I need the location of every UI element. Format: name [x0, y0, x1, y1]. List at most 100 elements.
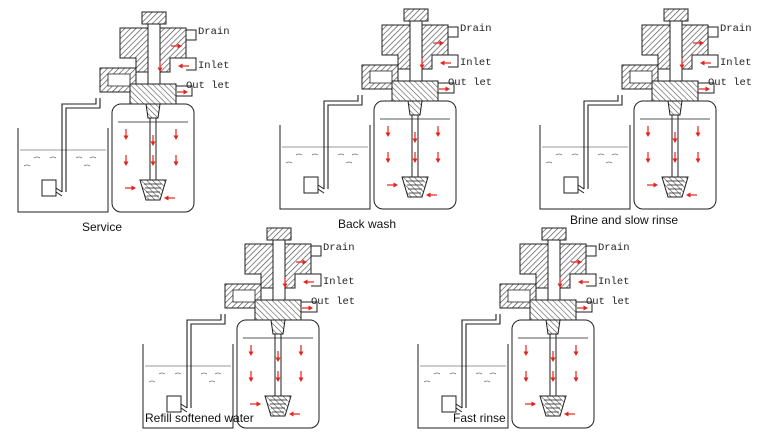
stage-caption: Back wash: [338, 217, 396, 231]
outlet-port-label: Out let: [311, 296, 355, 308]
stage-caption: Refill softened water: [145, 411, 254, 425]
brine-valve: [166, 395, 182, 413]
red-flow-arrow-icon: [647, 182, 658, 188]
valve-collar: [129, 83, 177, 105]
inlet-port: [586, 273, 597, 287]
red-flow-arrow-icon: [302, 305, 313, 311]
inlet-port-label: Inlet: [323, 276, 355, 288]
red-flow-arrow-icon: [164, 195, 175, 201]
valve-piston: [272, 239, 286, 301]
outlet-port: [576, 301, 593, 313]
red-flow-arrow-icon: [412, 132, 418, 143]
red-flow-arrow-icon: [686, 192, 697, 198]
red-flow-arrow-icon: [440, 60, 451, 66]
valve-collar: [254, 299, 302, 321]
red-flow-arrow-icon: [275, 351, 281, 362]
red-flow-arrow-icon: [693, 40, 704, 46]
red-flow-arrow-icon: [157, 61, 163, 72]
drain-port: [448, 26, 459, 38]
red-flow-arrow-icon: [525, 401, 536, 407]
inlet-port-label: Inlet: [460, 57, 492, 69]
drain-port: [586, 245, 597, 257]
outlet-port-label: Out let: [586, 296, 630, 308]
bottom-distributor: [401, 176, 429, 198]
drain-port-label: Drain: [460, 23, 492, 35]
red-flow-arrow-icon: [557, 277, 563, 288]
valve-cap: [541, 227, 567, 241]
brine-water-ripples: [23, 156, 97, 167]
red-flow-arrow-icon: [573, 345, 579, 356]
drain-port-label: Drain: [720, 23, 752, 35]
red-flow-arrow-icon: [564, 411, 575, 417]
brine-water-ripples: [545, 153, 619, 164]
red-flow-arrow-icon: [177, 89, 188, 95]
red-flow-arrow-icon: [150, 155, 156, 166]
outlet-port: [301, 301, 318, 313]
red-flow-arrow-icon: [289, 411, 300, 417]
drain-port: [708, 26, 719, 38]
red-flow-arrow-icon: [573, 371, 579, 382]
brine-tank: [279, 125, 371, 210]
red-flow-arrow-icon: [298, 371, 304, 382]
red-flow-arrow-icon: [695, 152, 701, 163]
red-flow-arrow-icon: [123, 129, 129, 140]
red-flow-arrow-icon: [248, 345, 254, 356]
stage-caption: Service: [82, 220, 122, 234]
brine-line: [583, 95, 619, 189]
red-flow-arrow-icon: [150, 135, 156, 146]
red-flow-arrow-icon: [387, 182, 398, 188]
red-flow-arrow-icon: [645, 152, 651, 163]
red-flow-arrow-icon: [435, 126, 441, 137]
brine-tank: [17, 128, 109, 213]
stage-caption: Fast rinse: [453, 411, 506, 425]
red-flow-arrow-icon: [439, 86, 450, 92]
red-flow-arrow-icon: [248, 371, 254, 382]
valve-piston: [409, 20, 423, 82]
inlet-port: [708, 54, 719, 68]
bottom-distributor: [139, 179, 167, 201]
red-flow-arrow-icon: [695, 126, 701, 137]
valve-piston: [669, 20, 683, 82]
red-flow-arrow-icon: [435, 152, 441, 163]
outlet-port-label: Out let: [186, 80, 230, 92]
drain-port-label: Drain: [323, 242, 355, 254]
red-flow-arrow-icon: [178, 63, 189, 69]
brine-line: [461, 314, 497, 408]
red-flow-arrow-icon: [173, 129, 179, 140]
brine-valve: [41, 179, 57, 197]
drain-port: [311, 245, 322, 257]
valve-collar: [391, 80, 439, 102]
valve-cap: [141, 11, 167, 25]
red-flow-arrow-icon: [282, 277, 288, 288]
brine-water-ripples: [423, 372, 497, 383]
bottom-distributor: [539, 395, 567, 417]
red-flow-arrow-icon: [571, 259, 582, 265]
bottom-distributor: [661, 176, 689, 198]
red-flow-arrow-icon: [550, 371, 556, 382]
red-flow-arrow-icon: [433, 40, 444, 46]
red-flow-arrow-icon: [173, 155, 179, 166]
drain-port-label: Drain: [598, 242, 630, 254]
inlet-port-label: Inlet: [598, 276, 630, 288]
drain-port-label: Drain: [198, 26, 230, 38]
brine-line: [61, 98, 97, 192]
brine-water-ripples: [285, 153, 359, 164]
outlet-port: [698, 82, 715, 94]
red-flow-arrow-icon: [125, 185, 136, 191]
red-flow-arrow-icon: [550, 351, 556, 362]
inlet-port-label: Inlet: [720, 57, 752, 69]
outlet-port: [438, 82, 455, 94]
brine-line: [186, 314, 222, 408]
red-flow-arrow-icon: [250, 401, 261, 407]
outlet-port-label: Out let: [708, 77, 752, 89]
inlet-port: [448, 54, 459, 68]
red-flow-arrow-icon: [419, 58, 425, 69]
red-flow-arrow-icon: [412, 152, 418, 163]
inlet-port: [186, 57, 197, 71]
